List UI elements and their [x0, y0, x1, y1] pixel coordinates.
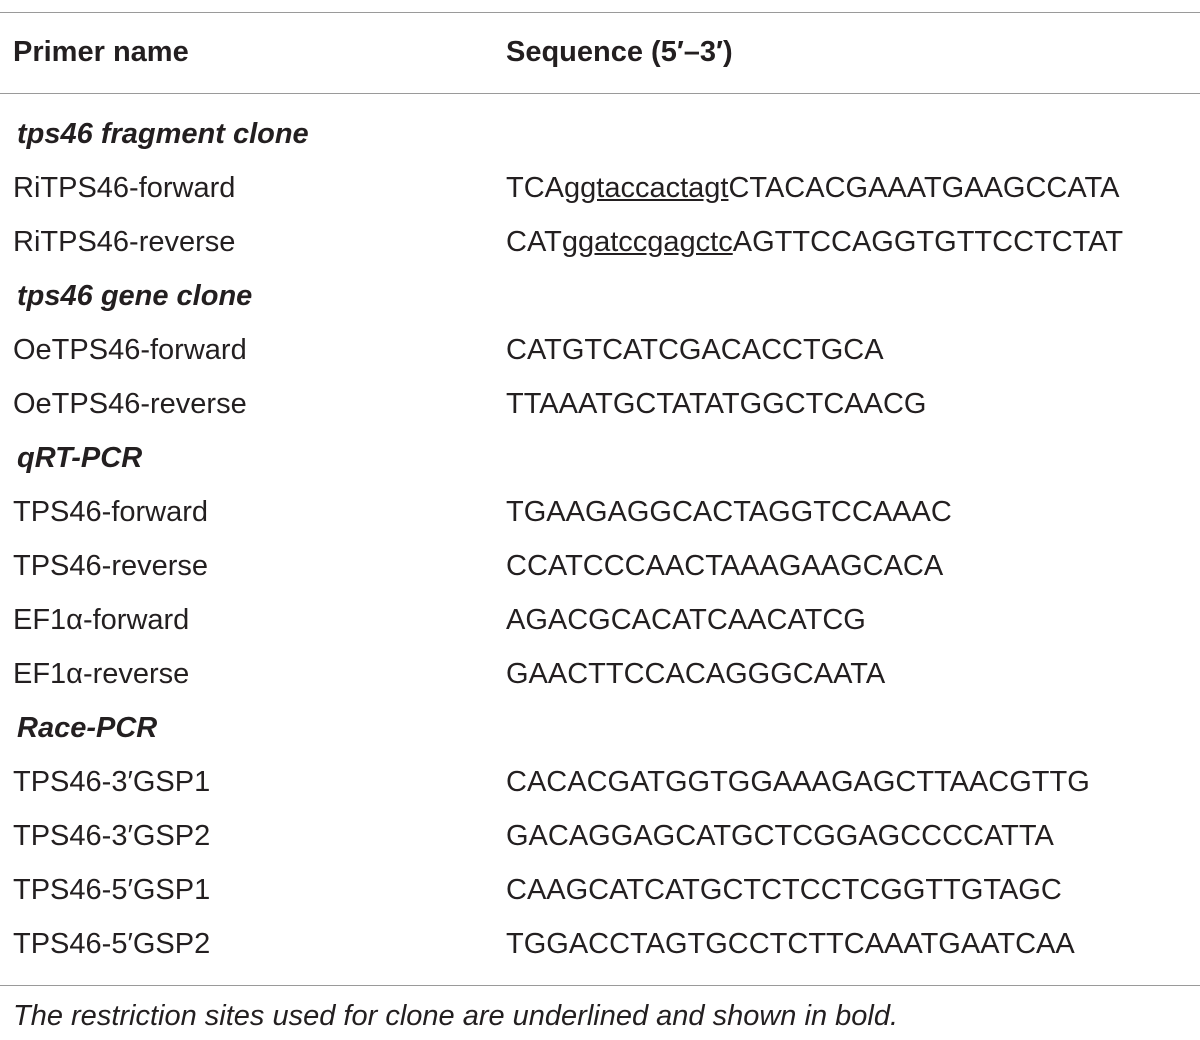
table-row: TPS46-3′GSP1 CACACGATGGTGGAAAGAGCTTAACGT…	[0, 755, 1200, 809]
primer-sequence: CCATCCCAACTAAAGAAGCACA	[506, 550, 944, 582]
primer-sequence: TGGACCTAGTGCCTCTTCAAATGAATCAA	[506, 928, 1075, 960]
primer-sequence: GACAGGAGCATGCTCGGAGCCCCATTA	[506, 820, 1054, 852]
table-row: RiTPS46-forward TCAggtaccactagtCTACACGAA…	[0, 161, 1200, 215]
column-header-sequence: Sequence (5′–3′)	[506, 36, 733, 68]
section-row: tps46 gene clone	[0, 269, 1200, 323]
primer-name: OeTPS46-reverse	[13, 388, 247, 420]
header-rule	[0, 93, 1200, 94]
primer-sequence: TGAAGAGGCACTAGGTCCAAAC	[506, 496, 952, 528]
section-title: qRT-PCR	[17, 442, 143, 474]
table-row: TPS46-reverse CCATCCCAACTAAAGAAGCACA	[0, 539, 1200, 593]
table-row: TPS46-5′GSP1 CAAGCATCATGCTCTCCTCGGTTGTAG…	[0, 863, 1200, 917]
primer-name: EF1α-reverse	[13, 658, 190, 690]
section-title: Race-PCR	[17, 712, 158, 744]
table-row: EF1α-reverse GAACTTCCACAGGGCAATA	[0, 647, 1200, 701]
section-row: tps46 fragment clone	[0, 107, 1200, 161]
section-title: tps46 gene clone	[17, 280, 253, 312]
primer-sequence: TTAAATGCTATATGGCTCAACG	[506, 388, 927, 420]
section-row: qRT-PCR	[0, 431, 1200, 485]
table-footnote: The restriction sites used for clone are…	[13, 1000, 899, 1032]
column-header-primer-name: Primer name	[13, 36, 189, 68]
table-row: TPS46-forward TGAAGAGGCACTAGGTCCAAAC	[0, 485, 1200, 539]
section-row: Race-PCR	[0, 701, 1200, 755]
primer-name: EF1α-forward	[13, 604, 190, 636]
primer-sequence: CATGTCATCGACACCTGCA	[506, 334, 884, 366]
table-bottom-rule	[0, 985, 1200, 986]
table-row: TPS46-3′GSP2 GACAGGAGCATGCTCGGAGCCCCATTA	[0, 809, 1200, 863]
primer-name: TPS46-3′GSP2	[13, 820, 211, 852]
table-row: TPS46-5′GSP2 TGGACCTAGTGCCTCTTCAAATGAATC…	[0, 917, 1200, 971]
primer-sequence: CAAGCATCATGCTCTCCTCGGTTGTAGC	[506, 874, 1062, 906]
primer-sequence: TCAggtaccactagtCTACACGAAATGAAGCCATA	[506, 161, 1119, 215]
primer-name: TPS46-reverse	[13, 550, 209, 582]
primer-sequence: GAACTTCCACAGGGCAATA	[506, 658, 886, 690]
table-row: EF1α-forward AGACGCACATCAACATCG	[0, 593, 1200, 647]
sequence-flank-3: AGTTCCAGGTGTTCCTCTAT	[732, 226, 1124, 258]
restriction-site: ggatccgagctc	[561, 226, 733, 258]
primer-sequence: CATggatccgagctcAGTTCCAGGTGTTCCTCTAT	[506, 215, 1123, 269]
primer-name: TPS46-3′GSP1	[13, 766, 211, 798]
table-top-rule	[0, 12, 1200, 13]
primer-name: RiTPS46-forward	[13, 172, 236, 204]
sequence-flank-5: TCA	[506, 172, 564, 204]
sequence-flank-5: CAT	[506, 226, 562, 258]
primer-name: TPS46-5′GSP1	[13, 874, 211, 906]
primer-name: OeTPS46-forward	[13, 334, 247, 366]
table-row: OeTPS46-reverse TTAAATGCTATATGGCTCAACG	[0, 377, 1200, 431]
restriction-site: ggtaccactagt	[564, 172, 729, 204]
primer-sequence: AGACGCACATCAACATCG	[506, 604, 866, 636]
primer-sequence: CACACGATGGTGGAAAGAGCTTAACGTTG	[506, 766, 1090, 798]
section-title: tps46 fragment clone	[17, 118, 309, 150]
table-row: OeTPS46-forward CATGTCATCGACACCTGCA	[0, 323, 1200, 377]
primer-name: TPS46-forward	[13, 496, 209, 528]
primer-name: TPS46-5′GSP2	[13, 928, 211, 960]
table-row: RiTPS46-reverse CATggatccgagctcAGTTCCAGG…	[0, 215, 1200, 269]
sequence-flank-3: CTACACGAAATGAAGCCATA	[728, 172, 1120, 204]
primer-name: RiTPS46-reverse	[13, 226, 236, 258]
